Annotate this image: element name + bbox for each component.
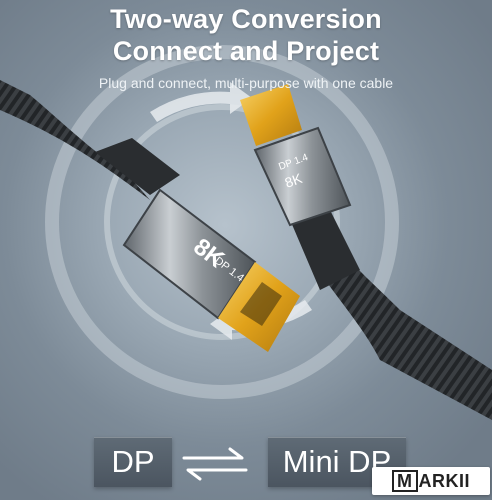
- mini-dp-label-8k: 8K: [283, 170, 305, 191]
- swap-arrows-icon: [182, 447, 248, 481]
- mini-dp-gold-plug: [240, 84, 302, 146]
- headline-line-2: Connect and Project: [112, 36, 380, 66]
- logo-text: ARKII: [418, 470, 470, 491]
- mini-dp-cable-braid: [300, 238, 492, 420]
- subtitle: Plug and connect, multi-purpose with one…: [98, 75, 394, 91]
- mini-dp-boot: [288, 210, 360, 290]
- dp-badge: DP: [94, 437, 172, 487]
- logo-boxed-letter: M: [392, 470, 418, 492]
- dp-boot: [95, 138, 180, 195]
- dp-plug-slot: [240, 282, 282, 326]
- inner-ring: [104, 104, 340, 340]
- mini-dp-housing: [253, 126, 352, 227]
- headline-line-1: Two-way Conversion: [110, 4, 382, 34]
- outer-ring: [45, 45, 399, 399]
- dp-cable-braid: [0, 80, 150, 200]
- brand-logo: M ARKII: [372, 467, 490, 495]
